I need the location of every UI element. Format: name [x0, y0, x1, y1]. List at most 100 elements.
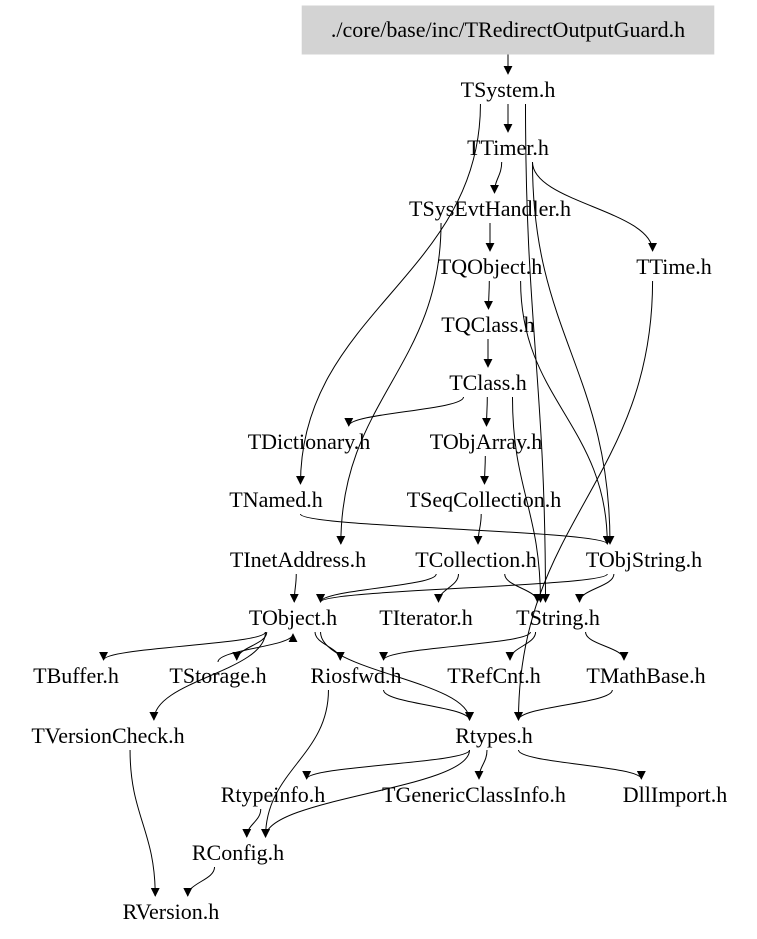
node-label-trefcnt: TRefCnt.h	[447, 663, 541, 688]
node-titerator[interactable]: TIterator.h	[379, 605, 472, 630]
edge-tcollection-to-titerator	[434, 573, 459, 603]
edge-rtypes-to-rtypeinfo	[302, 749, 471, 780]
node-tobjstring[interactable]: TObjString.h	[586, 547, 702, 572]
edge-tcollection-to-tobject	[316, 573, 437, 603]
node-tgenericclassinfo[interactable]: TGenericClassInfo.h	[382, 782, 566, 807]
edge-tobject-to-tstorage	[232, 631, 268, 661]
edge-tstring-to-tmathbase	[585, 631, 629, 661]
nodes: ./core/base/inc/TRedirectOutputGuard.hTS…	[31, 5, 728, 924]
edge-tclass-to-tdictionary	[344, 396, 465, 427]
node-tstorage[interactable]: TStorage.h	[169, 663, 266, 688]
node-label-rtypes: Rtypes.h	[455, 723, 533, 748]
edge-tversioncheck-to-rversion	[129, 749, 160, 897]
node-root[interactable]: ./core/base/inc/TRedirectOutputGuard.h	[301, 5, 715, 55]
node-tobjarray[interactable]: TObjArray.h	[430, 429, 542, 454]
node-rversion[interactable]: RVersion.h	[123, 899, 220, 924]
edge-tmathbase-to-rtypes	[514, 689, 613, 721]
node-label-tstring: TString.h	[516, 605, 600, 630]
edge-tobjarray-to-tseqcollection	[480, 455, 490, 485]
node-label-ttime: TTime.h	[636, 254, 712, 279]
node-label-tdictionary: TDictionary.h	[248, 429, 371, 454]
node-tsysevthandler[interactable]: TSysEvtHandler.h	[409, 196, 571, 221]
edge-rtypes-to-dllimport	[517, 749, 646, 780]
edge-ttimer-to-tsysevthandler	[490, 161, 503, 194]
node-label-rtypeinfo: Rtypeinfo.h	[221, 782, 326, 807]
edge-ttime-to-rtypes	[513, 280, 654, 721]
node-ttime[interactable]: TTime.h	[636, 254, 712, 279]
edge-tnamed-to-tobjstring	[299, 513, 612, 545]
node-tqclass[interactable]: TQClass.h	[441, 312, 535, 337]
node-label-riosfwd: Riosfwd.h	[310, 663, 401, 688]
root-node-box	[301, 5, 715, 55]
edge-tcollection-to-tstring	[504, 573, 542, 603]
edge-tinetaddress-to-tobject	[289, 573, 299, 603]
edge-tstring-to-riosfwd	[379, 631, 531, 661]
edge-tsystem-to-tnamed	[295, 103, 481, 485]
node-tseqcollection[interactable]: TSeqCollection.h	[407, 487, 562, 512]
edge-tclass-to-tstring	[511, 396, 545, 603]
node-tqobject[interactable]: TQObject.h	[438, 254, 542, 279]
node-tstring[interactable]: TString.h	[516, 605, 600, 630]
edge-tobjstring-to-tstring	[575, 573, 615, 603]
node-label-tsysevthandler: TSysEvtHandler.h	[409, 196, 571, 221]
node-label-dllimport: DllImport.h	[623, 782, 728, 807]
edge-riosfwd-to-rtypes	[383, 689, 474, 721]
edge-tstorage-to-tobject	[217, 633, 298, 663]
node-tversioncheck[interactable]: TVersionCheck.h	[31, 723, 184, 748]
node-label-tqclass: TQClass.h	[441, 312, 535, 337]
edge-tobject-to-rtypes	[320, 631, 474, 721]
node-tcollection[interactable]: TCollection.h	[415, 547, 537, 572]
node-label-tqobject: TQObject.h	[438, 254, 542, 279]
edge-rtypes-to-rconfig	[261, 749, 471, 838]
edges	[99, 44, 658, 897]
node-label-tobject: TObject.h	[249, 605, 337, 630]
node-label-titerator: TIterator.h	[379, 605, 472, 630]
node-tbuffer[interactable]: TBuffer.h	[33, 663, 119, 688]
node-tclass[interactable]: TClass.h	[449, 370, 527, 395]
node-ttimer[interactable]: TTimer.h	[467, 135, 549, 160]
edge-ttimer-to-tobjstring	[531, 161, 615, 545]
edge-tsysevthandler-to-tinetaddress	[336, 222, 442, 545]
node-label-tversioncheck: TVersionCheck.h	[31, 723, 184, 748]
edge-tqobject-to-tobjstring	[520, 280, 612, 545]
node-tobject[interactable]: TObject.h	[249, 605, 337, 630]
edge-tsystem-to-tstring	[525, 103, 550, 603]
node-label-tmathbase: TMathBase.h	[586, 663, 705, 688]
node-label-tnamed: TNamed.h	[229, 487, 322, 512]
edge-rconfig-to-rversion	[183, 866, 216, 897]
node-rtypes[interactable]: Rtypes.h	[455, 723, 533, 748]
node-tsystem[interactable]: TSystem.h	[461, 77, 556, 102]
edge-ttimer-to-ttime	[531, 161, 658, 252]
node-label-tsystem: TSystem.h	[461, 77, 556, 102]
node-rtypeinfo[interactable]: Rtypeinfo.h	[221, 782, 326, 807]
node-label-rconfig: RConfig.h	[192, 840, 284, 865]
node-label-tobjstring: TObjString.h	[586, 547, 702, 572]
node-label-tseqcollection: TSeqCollection.h	[407, 487, 562, 512]
edge-tstring-to-trefcnt	[505, 631, 537, 661]
node-tdictionary[interactable]: TDictionary.h	[248, 429, 371, 454]
edge-tobject-to-tbuffer	[99, 631, 266, 661]
node-tmathbase[interactable]: TMathBase.h	[586, 663, 705, 688]
node-trefcnt[interactable]: TRefCnt.h	[447, 663, 541, 688]
node-label-tbuffer: TBuffer.h	[33, 663, 119, 688]
edge-tobject-to-tversioncheck	[149, 631, 266, 721]
edge-rtypeinfo-to-rconfig	[242, 808, 262, 838]
edge-tqobject-to-tqclass	[484, 280, 494, 310]
node-label-tstorage: TStorage.h	[169, 663, 266, 688]
node-label-tclass: TClass.h	[449, 370, 527, 395]
edge-riosfwd-to-rconfig	[261, 689, 329, 838]
edge-tclass-to-tobjarray	[482, 396, 492, 427]
node-label-tinetaddress: TInetAddress.h	[230, 547, 366, 572]
edge-tobjstring-to-tobject	[316, 573, 608, 603]
node-rconfig[interactable]: RConfig.h	[192, 840, 284, 865]
node-tinetaddress[interactable]: TInetAddress.h	[230, 547, 366, 572]
node-label-tobjarray: TObjArray.h	[430, 429, 542, 454]
node-tnamed[interactable]: TNamed.h	[229, 487, 322, 512]
node-label-ttimer: TTimer.h	[467, 135, 549, 160]
node-riosfwd[interactable]: Riosfwd.h	[310, 663, 401, 688]
node-dllimport[interactable]: DllImport.h	[623, 782, 728, 807]
node-label-root: ./core/base/inc/TRedirectOutputGuard.h	[331, 17, 685, 42]
node-label-rversion: RVersion.h	[123, 899, 220, 924]
edge-tseqcollection-to-tcollection	[473, 513, 483, 545]
